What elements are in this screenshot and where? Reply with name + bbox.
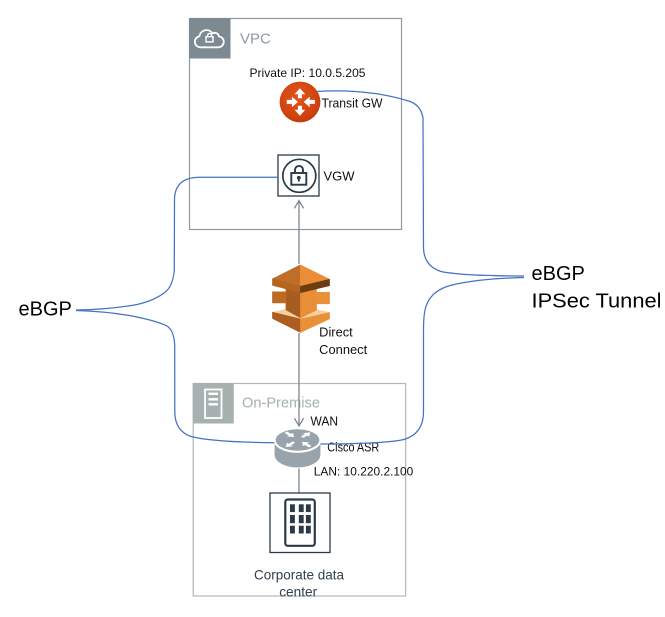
- svg-text:WAN: WAN: [311, 415, 339, 429]
- svg-text:Transit GW: Transit GW: [322, 97, 383, 111]
- svg-text:LAN: 10.220.2.100: LAN: 10.220.2.100: [314, 465, 414, 479]
- svg-text:eBGP: eBGP: [19, 299, 72, 321]
- svg-text:eBGP: eBGP: [532, 263, 585, 285]
- svg-text:Private IP: 10.0.5.205: Private IP: 10.0.5.205: [250, 66, 366, 80]
- svg-text:Direct: Direct: [319, 326, 353, 340]
- svg-text:On-Premise: On-Premise: [242, 395, 320, 412]
- svg-text:center: center: [279, 583, 317, 599]
- svg-text:VPC: VPC: [240, 31, 271, 48]
- svg-text:IPSec Tunnel: IPSec Tunnel: [532, 291, 662, 313]
- svg-text:Corporate data: Corporate data: [254, 566, 344, 582]
- svg-text:VGW: VGW: [324, 170, 355, 184]
- svg-text:Connect: Connect: [319, 343, 368, 357]
